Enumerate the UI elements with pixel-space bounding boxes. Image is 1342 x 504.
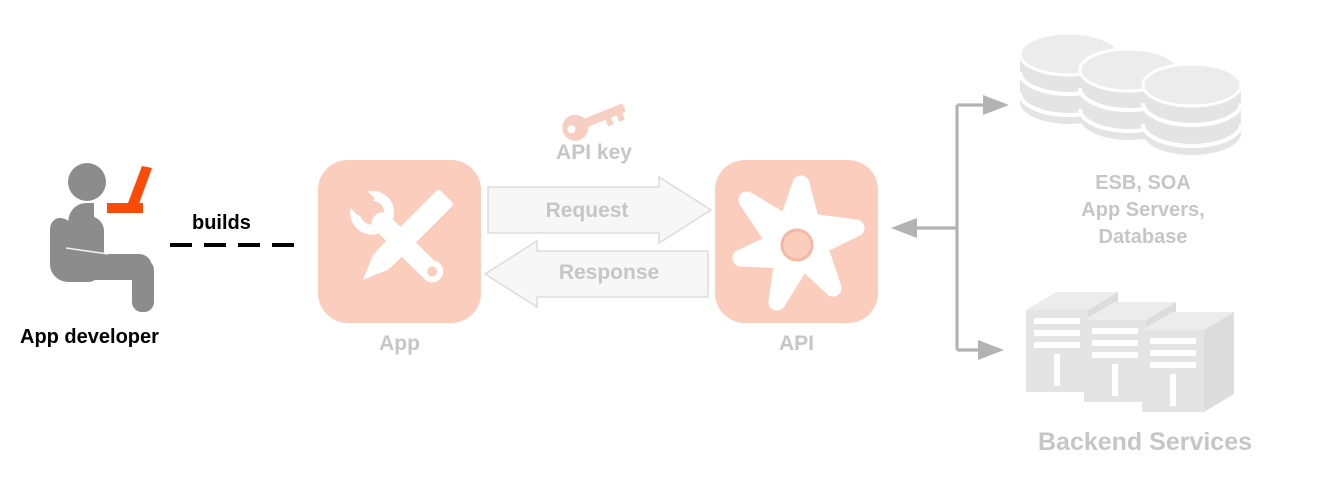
database-stack-icon [1018,31,1265,157]
api-key-label: API key [556,141,632,164]
arrow-head-to-servers [978,340,1004,360]
arrow-head-to-database [983,95,1009,115]
server-rack-icon [1026,288,1266,412]
app-developer-label: App developer [20,326,159,348]
arrow-head-to-api [891,218,917,238]
backend-db-line-1: ESB, SOA [1095,172,1191,194]
request-arrow [487,175,713,245]
backend-db-line-2: App Servers, [1081,199,1205,221]
app-developer-icon [42,160,172,312]
app-node-tile[interactable] [318,160,481,323]
backend-db-line-3: Database [1098,226,1188,248]
backend-connectors [885,85,1025,375]
request-label: Request [545,199,629,222]
api-node-tile[interactable] [715,160,878,323]
backend-item-database-label: ESB, SOA App Servers, Database [1012,170,1274,251]
response-arrow [483,239,709,309]
api-star-hub-icon [732,175,865,311]
key-icon [558,98,630,141]
wrench-and-pencil-icon [343,184,453,283]
backend-services-label: Backend Services [1037,428,1253,456]
api-node-label: API [778,332,814,355]
builds-label: builds [192,212,251,234]
response-label: Response [558,261,660,284]
builds-dashed-line [168,240,304,250]
app-node-label: App [379,332,420,355]
